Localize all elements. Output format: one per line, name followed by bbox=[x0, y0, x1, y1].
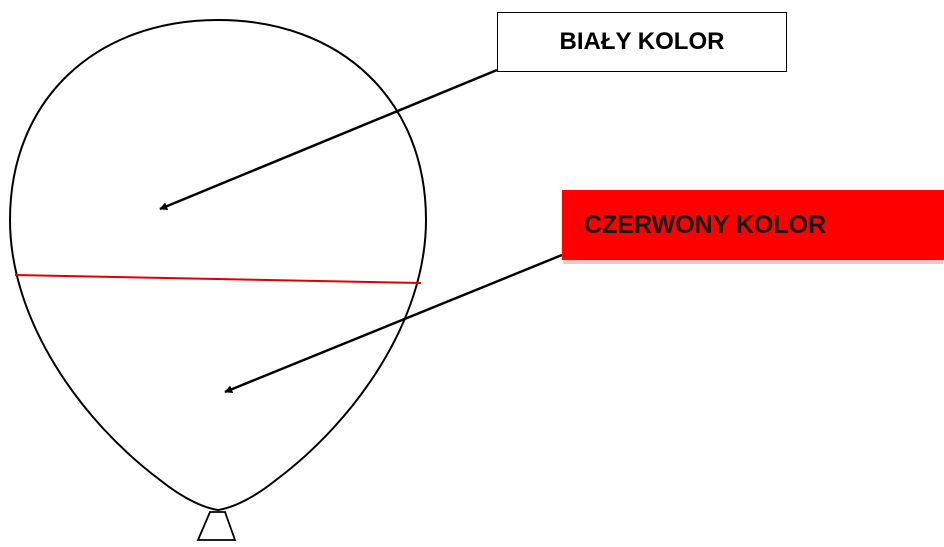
arrow-to-upper-part bbox=[160, 70, 497, 209]
red-color-label: CZERWONY KOLOR bbox=[584, 211, 826, 240]
red-divider-line bbox=[15, 275, 421, 283]
balloon-outline bbox=[10, 20, 426, 510]
arrow-to-lower-part bbox=[225, 255, 562, 392]
balloon-knot bbox=[198, 512, 235, 540]
white-color-label: BIAŁY KOLOR bbox=[560, 28, 725, 56]
white-color-label-box: BIAŁY KOLOR bbox=[497, 12, 787, 72]
red-color-label-box: CZERWONY KOLOR bbox=[562, 190, 944, 260]
